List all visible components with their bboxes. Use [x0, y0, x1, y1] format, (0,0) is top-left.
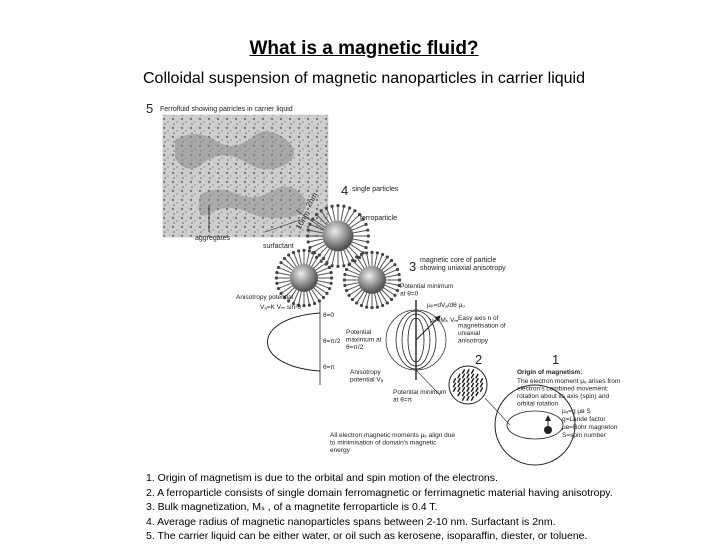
ferrofluid-image [162, 114, 329, 238]
panel-3-number: 3 [409, 259, 416, 274]
panel-4-caption: single particles [352, 186, 399, 193]
theta-pi2-label: θ=π/2 [323, 338, 341, 345]
note-item: 5. The carrier liquid can be either wate… [146, 530, 588, 542]
anisotropy-formula: Vₐ=K Vₘ sin²θ [260, 304, 301, 311]
orbit-ellipse [506, 410, 564, 440]
ferroparticle-cluster [274, 204, 402, 310]
panel-5-caption: Ferrofluid showing patricles in carrier … [160, 106, 293, 113]
domain-moments [448, 365, 488, 405]
aggregates-label: aggregates [195, 235, 231, 242]
alignment-note: All electron magnetic moments μₑ align d… [330, 432, 455, 454]
anisotropy-potential-label: Anisotropy potential [236, 294, 294, 301]
surfactant-label: surfactant [263, 243, 294, 250]
panel-4-number: 4 [341, 183, 348, 198]
moment-equation-2: μₚ=Mₛ Vₘ [430, 317, 458, 324]
dimension-line [295, 209, 326, 231]
panel-1-number: 1 [552, 352, 559, 367]
origin-eq-1: μₑ=g μʙ S [562, 408, 591, 415]
potential-curve [267, 312, 321, 372]
orbit-circle [494, 384, 576, 466]
note-item: 3. Bulk magnetization, Mₛ , of a magneti… [146, 501, 438, 513]
zoom-line [264, 219, 301, 233]
theta-0-label: θ=0 [323, 312, 334, 319]
theta-pi-label: θ=π [323, 364, 335, 371]
notes-list: 1. Origin of magnetism is due to the orb… [146, 471, 613, 544]
note-item: 1. Origin of magnetism is due to the orb… [146, 472, 498, 484]
zoom-line-2 [415, 369, 441, 396]
panel-5-number: 5 [146, 101, 153, 116]
moment-equation: μₚ=dVₐ/dθ μₒ [427, 302, 465, 309]
origin-eq-2: g=Lande factor [562, 416, 606, 423]
ferroparticle-core [358, 266, 386, 294]
ferroparticle-label: ferroparticle [360, 215, 397, 222]
origin-eq-3: μʙ=Bohr magneton [562, 424, 618, 431]
page-subtitle: Colloidal suspension of magnetic nanopar… [142, 70, 585, 87]
panel-2-number: 2 [475, 352, 482, 367]
ferroparticle-core [322, 220, 354, 252]
zoom-line-3 [484, 397, 511, 426]
origin-eq-4: S=spin number [562, 432, 607, 439]
origin-title: Origin of magnetism: [517, 369, 582, 376]
ferroparticle-core [290, 264, 318, 292]
note-item: 4. Average radius of magnetic nanopartic… [146, 515, 556, 528]
page-title: What is a magnetic fluid? [249, 38, 479, 59]
magnetic-core [385, 300, 447, 380]
note-item: 2. A ferroparticle consists of single do… [146, 486, 613, 499]
